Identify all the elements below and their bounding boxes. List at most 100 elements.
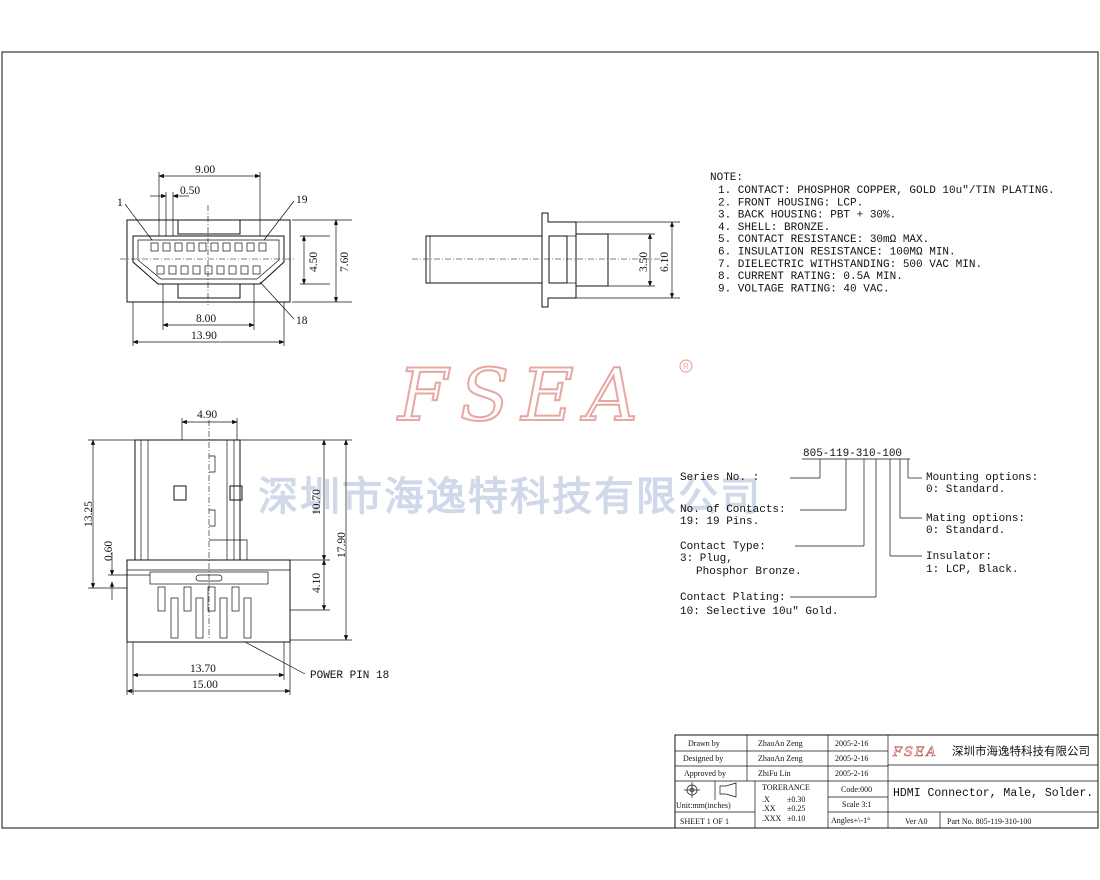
front-shell-inner — [137, 239, 280, 280]
designed-name: ZhaoAn Zeng — [758, 754, 803, 763]
note-item: 2. FRONT HOUSING: LCP. — [718, 197, 863, 209]
note-item: 4. SHELL: BRONZE. — [718, 222, 830, 234]
watermark: FSEA R 深圳市海逸特科技有限公司 — [258, 352, 762, 520]
dim-7-60: 7.60 — [339, 252, 351, 272]
contact-pin — [240, 265, 249, 275]
notes-block: NOTE: 1. CONTACT: PHOSPHOR COPPER, GOLD … — [710, 172, 1055, 295]
dim-10-70: 10.70 — [311, 489, 323, 515]
solder-pin — [231, 586, 240, 612]
contact-pin — [210, 242, 219, 252]
front-view: 9.00 0.50 1 19 4.50 7.60 8.00 18 13.90 — [117, 164, 352, 346]
dim-6-10: 6.10 — [659, 252, 671, 272]
side-insert — [548, 235, 568, 284]
contact-pin — [168, 265, 177, 275]
type-value2: Phosphor Bronze. — [696, 566, 802, 578]
note-item: 5. CONTACT RESISTANCE: 30mΩ MAX. — [718, 234, 929, 246]
sheet-label: SHEET 1 OF 1 — [680, 817, 729, 826]
watermark-logo: FSEA — [396, 353, 650, 437]
solder-pin — [157, 586, 166, 612]
approved-date: 2005-2-16 — [835, 769, 868, 778]
watermark-company: 深圳市海逸特科技有限公司 — [258, 474, 762, 520]
insulator-value: 1: LCP, Black. — [926, 564, 1018, 576]
note-item: 3. BACK HOUSING: PBT + 30%. — [718, 210, 896, 222]
tol-xx-val: ±0.25 — [787, 804, 805, 813]
pin-1-label: 1 — [117, 197, 123, 209]
title-block-company: 深圳市海逸特科技有限公司 — [952, 744, 1090, 758]
approved-label: Approved by — [684, 769, 726, 778]
contact-pin — [258, 242, 267, 252]
front-pins-bottom — [156, 265, 261, 275]
series-label: Series No. : — [680, 472, 759, 484]
front-bottom-tab — [177, 283, 241, 299]
side-flange — [541, 212, 577, 308]
dim-4-10: 4.10 — [311, 573, 323, 593]
front-outer-body — [126, 219, 291, 303]
notes-title: NOTE: — [710, 172, 743, 184]
contact-pin — [246, 242, 255, 252]
type-value1: 3: Plug, — [680, 553, 733, 565]
drawing-title: HDMI Connector, Male, Solder. — [893, 787, 1093, 800]
note-item: 8. CURRENT RATING: 0.5A MIN. — [718, 271, 903, 283]
version-label: Ver A0 — [905, 817, 927, 826]
solder-pin — [170, 597, 179, 639]
code-label: Code:000 — [841, 785, 872, 794]
sheet-border — [1, 51, 1099, 829]
top-view: 4.90 13.25 0.60 10.70 17.90 4.10 13.70 1… — [83, 409, 389, 695]
side-rear-body — [576, 233, 609, 287]
dim-4-90: 4.90 — [197, 409, 217, 421]
registered-mark: R — [683, 362, 689, 371]
dim-9-00: 9.00 — [195, 164, 215, 176]
mating-label: Mating options: — [926, 513, 1025, 525]
dim-4-50: 4.50 — [308, 252, 320, 272]
dim-0-50: 0.50 — [180, 185, 200, 197]
pin-19-label: 19 — [296, 194, 308, 206]
dim-3-50: 3.50 — [638, 252, 650, 272]
contact-pin — [150, 242, 159, 252]
drawn-date: 2005-2-16 — [835, 739, 868, 748]
note-item: 9. VOLTAGE RATING: 40 VAC. — [718, 283, 890, 295]
plating-label: Contact Plating: — [680, 592, 786, 604]
lock-hole-left — [173, 485, 187, 501]
contact-pin — [174, 242, 183, 252]
drawn-name: ZhaoAn Zeng — [758, 739, 803, 748]
contact-pin — [216, 265, 225, 275]
units-label: Unit:mm(inches) — [676, 801, 731, 810]
contact-pin — [162, 242, 171, 252]
designed-date: 2005-2-16 — [835, 754, 868, 763]
top-plug-shell — [134, 439, 241, 561]
dim-13-70: 13.70 — [190, 663, 216, 675]
angles-label: Angles+\-1° — [831, 816, 870, 825]
tol-xx: .XX — [762, 804, 776, 813]
tol-x-val: ±0.30 — [787, 795, 805, 804]
lock-hole-right — [229, 485, 243, 501]
note-item: 6. INSULATION RESISTANCE: 100MΩ MIN. — [718, 247, 956, 259]
solder-pin — [219, 597, 228, 639]
tol-xxx-val: ±0.10 — [787, 814, 805, 823]
dim-8-00: 8.00 — [196, 313, 216, 325]
mating-value: 0: Standard. — [926, 525, 1005, 537]
title-block: Drawn by ZhaoAn Zeng 2005-2-16 Designed … — [674, 734, 1099, 829]
dim-15-00: 15.00 — [192, 679, 218, 691]
dim-0-60: 0.60 — [103, 541, 115, 561]
drawn-label: Drawn by — [688, 739, 720, 748]
plating-value: 10: Selective 10u" Gold. — [680, 606, 838, 618]
contact-pin — [186, 242, 195, 252]
approved-name: ZhiFu Lin — [758, 769, 791, 778]
solder-pin — [195, 597, 204, 639]
front-top-tab — [177, 219, 241, 235]
front-pins-top — [150, 242, 267, 252]
contact-pin — [180, 265, 189, 275]
pin-18-label: 18 — [296, 315, 308, 327]
title-block-logo: FSEA — [892, 745, 938, 760]
contact-pin — [204, 265, 213, 275]
type-label: Contact Type: — [680, 541, 766, 553]
contact-pin — [234, 242, 243, 252]
scale-label: Scale 3:1 — [842, 800, 872, 809]
tol-x: .X — [762, 795, 770, 804]
contact-pin — [252, 265, 261, 275]
contacts-label: No. of Contacts: — [680, 504, 786, 516]
registered-icon — [679, 359, 693, 373]
solder-pin — [207, 586, 216, 612]
designed-label: Designed by — [683, 754, 723, 763]
